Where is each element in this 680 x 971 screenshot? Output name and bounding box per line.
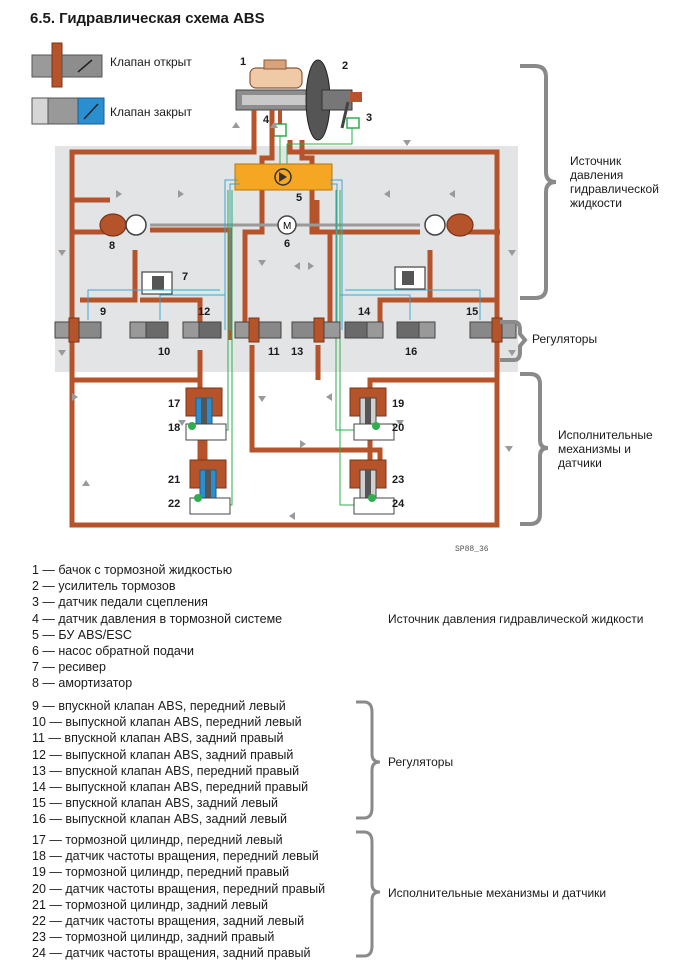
callout-6: 6 [284, 238, 291, 250]
legend-item: 2 — усилитель тормозов [32, 579, 176, 594]
valve-outlet-rear-left-icon [396, 321, 436, 339]
callout-8: 8 [109, 240, 116, 252]
legend-item: 18 — датчик частоты вращения, передний л… [32, 849, 319, 864]
valve-inlet-rear-right-icon [234, 317, 282, 343]
signal-wires [87, 128, 481, 506]
valve-outlet-rear-right-icon [182, 321, 222, 339]
callout-21: 21 [168, 474, 181, 486]
key-valve-open-label: Клапан открыт [110, 55, 192, 69]
legend-item: 17 — тормозной цилиндр, передний левый [32, 833, 283, 847]
callout-15: 15 [466, 306, 479, 318]
legend-item: 13 — впускной клапан ABS, передний правы… [32, 763, 300, 778]
legend-item: 22 — датчик частоты вращения, задний лев… [32, 914, 305, 929]
legend-item: 9 — впускной клапан ABS, передний левый [32, 699, 286, 713]
legend-item: 15 — впускной клапан ABS, задний левый [32, 796, 278, 811]
callout-10: 10 [158, 346, 171, 358]
valve-inlet-front-right-icon [291, 317, 341, 343]
legend-source-list: 1 — бачок с тормозной жидкостью 2 — усили… [32, 562, 282, 692]
accumulator-right-icon [394, 266, 426, 290]
valve-inlet-front-left-icon [54, 317, 102, 343]
callout-22: 22 [168, 498, 181, 510]
figure-code: SP88_36 [455, 545, 489, 554]
flow-arrows [58, 122, 516, 520]
accumulator-left-icon [141, 271, 173, 295]
legend-item: 16 — выпускной клапан ABS, задний левый [32, 812, 287, 827]
speed-sensor-front-right-icon [353, 422, 395, 441]
damper-left-icon [99, 213, 147, 237]
speed-sensor-rear-left-icon [189, 494, 231, 515]
callout-24: 24 [392, 498, 405, 510]
legend-item: 12 — выпускной клапан ABS, задний правый [32, 747, 294, 762]
diagram-group-source-label: Источник давления гидравлической жидкост… [570, 154, 659, 210]
legend-group-regulators-label: Регуляторы [388, 755, 454, 769]
callout-18: 18 [168, 422, 181, 434]
legend-item: 21 — тормозной цилиндр, задний левый [32, 897, 268, 912]
page-title: 6.5. Гидравлическая схема ABS [30, 10, 265, 27]
svg-text:M: M [283, 221, 291, 232]
abs-esc-ecu-icon [234, 163, 333, 191]
callout-20: 20 [392, 422, 405, 434]
legend-actuators-list: 17 — тормозной цилиндр, передний левый 18… [32, 832, 325, 962]
legend-item: 3 — датчик педали сцепления [32, 595, 208, 610]
legend-item: 6 — насос обратной подачи [32, 644, 195, 659]
valve-open-key-icon [31, 42, 103, 88]
abs-hydraulic-diagram: M [31, 42, 557, 528]
callout-1: 1 [240, 56, 247, 68]
callout-17: 17 [168, 398, 181, 410]
brake-booster-icon [305, 59, 362, 141]
legend-group-actuators-label: Исполнительные механизмы и датчики [388, 886, 607, 900]
callout-9: 9 [100, 306, 107, 318]
diagram-group-actuators-label: Исполнительные механизмы и датчики [558, 428, 653, 470]
legend-item: 20 — датчик частоты вращения, передний п… [32, 881, 326, 896]
callout-2: 2 [342, 60, 349, 72]
legend-item: 7 — ресивер [32, 660, 106, 675]
legend-item: 1 — бачок с тормозной жидкостью [32, 563, 233, 577]
return-pump-motor-icon: M [277, 215, 297, 235]
callout-11: 11 [268, 346, 280, 358]
pressure-sensor-icon [273, 110, 287, 137]
callout-23: 23 [392, 474, 405, 486]
key-valve-closed-label: Клапан закрыт [110, 105, 193, 119]
callout-5: 5 [296, 192, 303, 204]
legend-item: 5 — БУ ABS/ESC [32, 627, 132, 642]
legend-group-source-label: Источник давления гидравлической жидкост… [388, 612, 644, 626]
speed-sensor-front-left-icon [185, 422, 227, 441]
legend-item: 14 — выпускной клапан ABS, передний прав… [32, 780, 309, 795]
legend-item: 11 — впускной клапан ABS, задний правый [32, 731, 284, 746]
legend-item: 24 — датчик частоты вращения, задний пра… [32, 946, 311, 961]
speed-sensor-rear-right-icon [353, 494, 395, 515]
callout-19: 19 [392, 398, 405, 410]
legend-item: 19 — тормозной цилиндр, передний правый [32, 865, 290, 880]
callout-7: 7 [182, 271, 189, 283]
callout-4: 4 [263, 114, 270, 126]
brake-fluid-reservoir-icon [249, 59, 303, 89]
diagram-group-regulators-label: Регуляторы [532, 332, 598, 346]
damper-right-icon [424, 213, 474, 237]
callout-3: 3 [366, 112, 373, 124]
callout-16: 16 [405, 346, 418, 358]
valve-outlet-front-right-icon [344, 321, 384, 339]
valve-outlet-front-left-icon [129, 321, 169, 339]
legend-item: 8 — амортизатор [32, 676, 133, 691]
callout-13: 13 [291, 346, 304, 358]
legend-item: 10 — выпускной клапан ABS, передний левы… [32, 715, 302, 730]
valve-inlet-rear-left-icon [469, 317, 517, 343]
valve-closed-key-icon [31, 97, 105, 125]
legend-item: 4 — датчик давления в тормозной системе [32, 611, 283, 626]
callout-14: 14 [358, 306, 371, 318]
callout-12: 12 [198, 306, 211, 318]
diagram-brackets [500, 64, 557, 526]
legend-regulators-list: 9 — впускной клапан ABS, передний левый 1… [32, 698, 308, 828]
clutch-pedal-sensor-icon [340, 101, 360, 129]
legend-item: 23 — тормозной цилиндр, задний правый [32, 930, 275, 945]
brake-cylinder-rear-right-icon [349, 459, 387, 511]
